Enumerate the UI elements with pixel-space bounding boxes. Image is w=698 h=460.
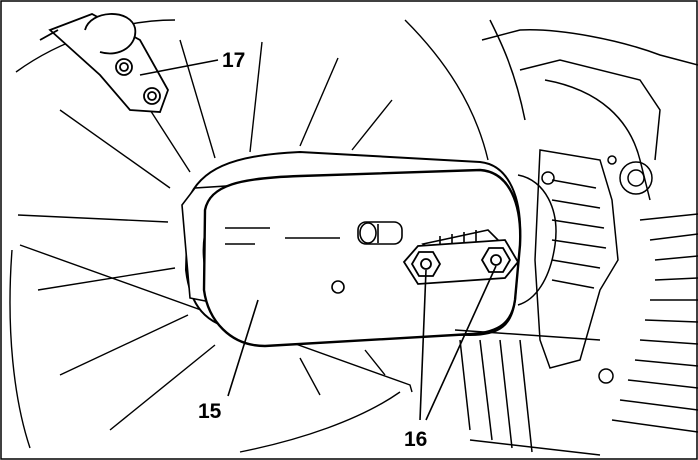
callout-17: 17	[222, 49, 245, 72]
guard-nuts	[402, 239, 520, 285]
cutting-blade	[9, 19, 489, 453]
mounting-bracket	[39, 13, 169, 113]
leader-15	[227, 299, 259, 397]
leader-lines	[139, 59, 497, 421]
callout-16: 16	[404, 428, 427, 451]
leader-16a	[419, 269, 427, 421]
callout-15: 15	[198, 400, 222, 423]
belt-guard	[181, 150, 522, 348]
leader-17	[139, 59, 219, 76]
leader-16b	[425, 265, 497, 421]
engine-body	[454, 19, 698, 456]
